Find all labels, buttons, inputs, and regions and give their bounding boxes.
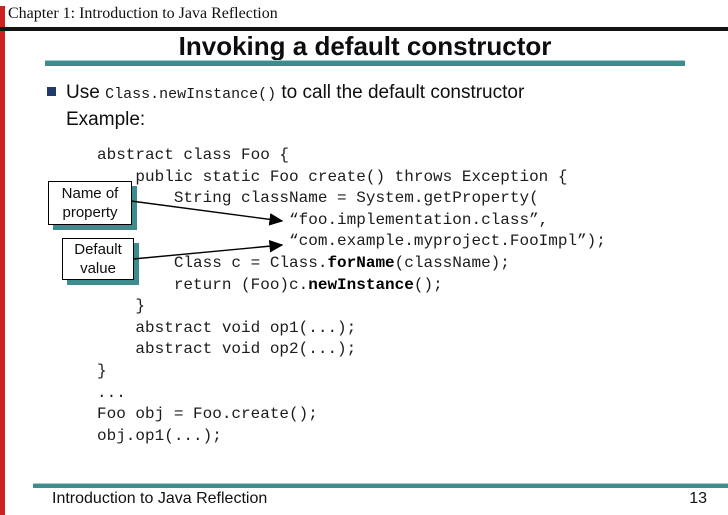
bullet-inline-code: Class.newInstance() xyxy=(105,86,277,103)
bullet-text-pre: Use xyxy=(66,82,106,103)
title-underline xyxy=(45,60,685,66)
callout-line: Name of xyxy=(61,185,119,202)
code-line: abstract void op2(...); xyxy=(97,340,357,359)
code-line: “com.example.myproject.FooImpl”); xyxy=(97,232,606,251)
callout-line: Default xyxy=(74,241,122,258)
callout-line: property xyxy=(62,204,118,221)
header-rule xyxy=(0,27,728,31)
bullet-line-1: Use Class.newInstance() to call the defa… xyxy=(66,80,686,107)
code-line: return (Foo)c.newInstance(); xyxy=(97,275,443,294)
code-line: Class c = Class.forName(className); xyxy=(97,253,510,272)
left-red-accent-bar xyxy=(0,6,5,515)
bullet-text: Use Class.newInstance() to call the defa… xyxy=(66,80,686,132)
code-line: Foo obj = Foo.create(); xyxy=(97,405,318,424)
page-number: 13 xyxy=(689,490,707,507)
callout-default-value: Default value xyxy=(62,238,134,280)
callout-line: value xyxy=(80,260,116,277)
code-line: obj.op1(...); xyxy=(97,426,222,445)
code-line: “foo.implementation.class”, xyxy=(97,210,549,229)
slide-title: Invoking a default constructor xyxy=(178,31,552,61)
footer-title: Introduction to Java Reflection xyxy=(52,490,268,507)
code-line: public static Foo create() throws Except… xyxy=(97,167,568,186)
code-line: } xyxy=(97,361,107,380)
code-line: abstract void op1(...); xyxy=(97,318,357,337)
callout-name-of-property: Name of property xyxy=(48,181,132,225)
bullet-text-post: to call the default constructor xyxy=(276,82,525,103)
code-block: abstract class Foo { public static Foo c… xyxy=(97,145,606,447)
code-line: } xyxy=(97,297,146,316)
footer-rule xyxy=(33,483,728,488)
code-line: String className = System.getProperty( xyxy=(97,189,539,208)
chapter-header: Chapter 1: Introduction to Java Reflecti… xyxy=(8,5,278,22)
code-line: abstract class Foo { xyxy=(97,146,290,164)
bullet-example-label: Example: xyxy=(66,109,146,130)
bullet-marker xyxy=(47,87,56,96)
code-line: ... xyxy=(97,383,126,402)
